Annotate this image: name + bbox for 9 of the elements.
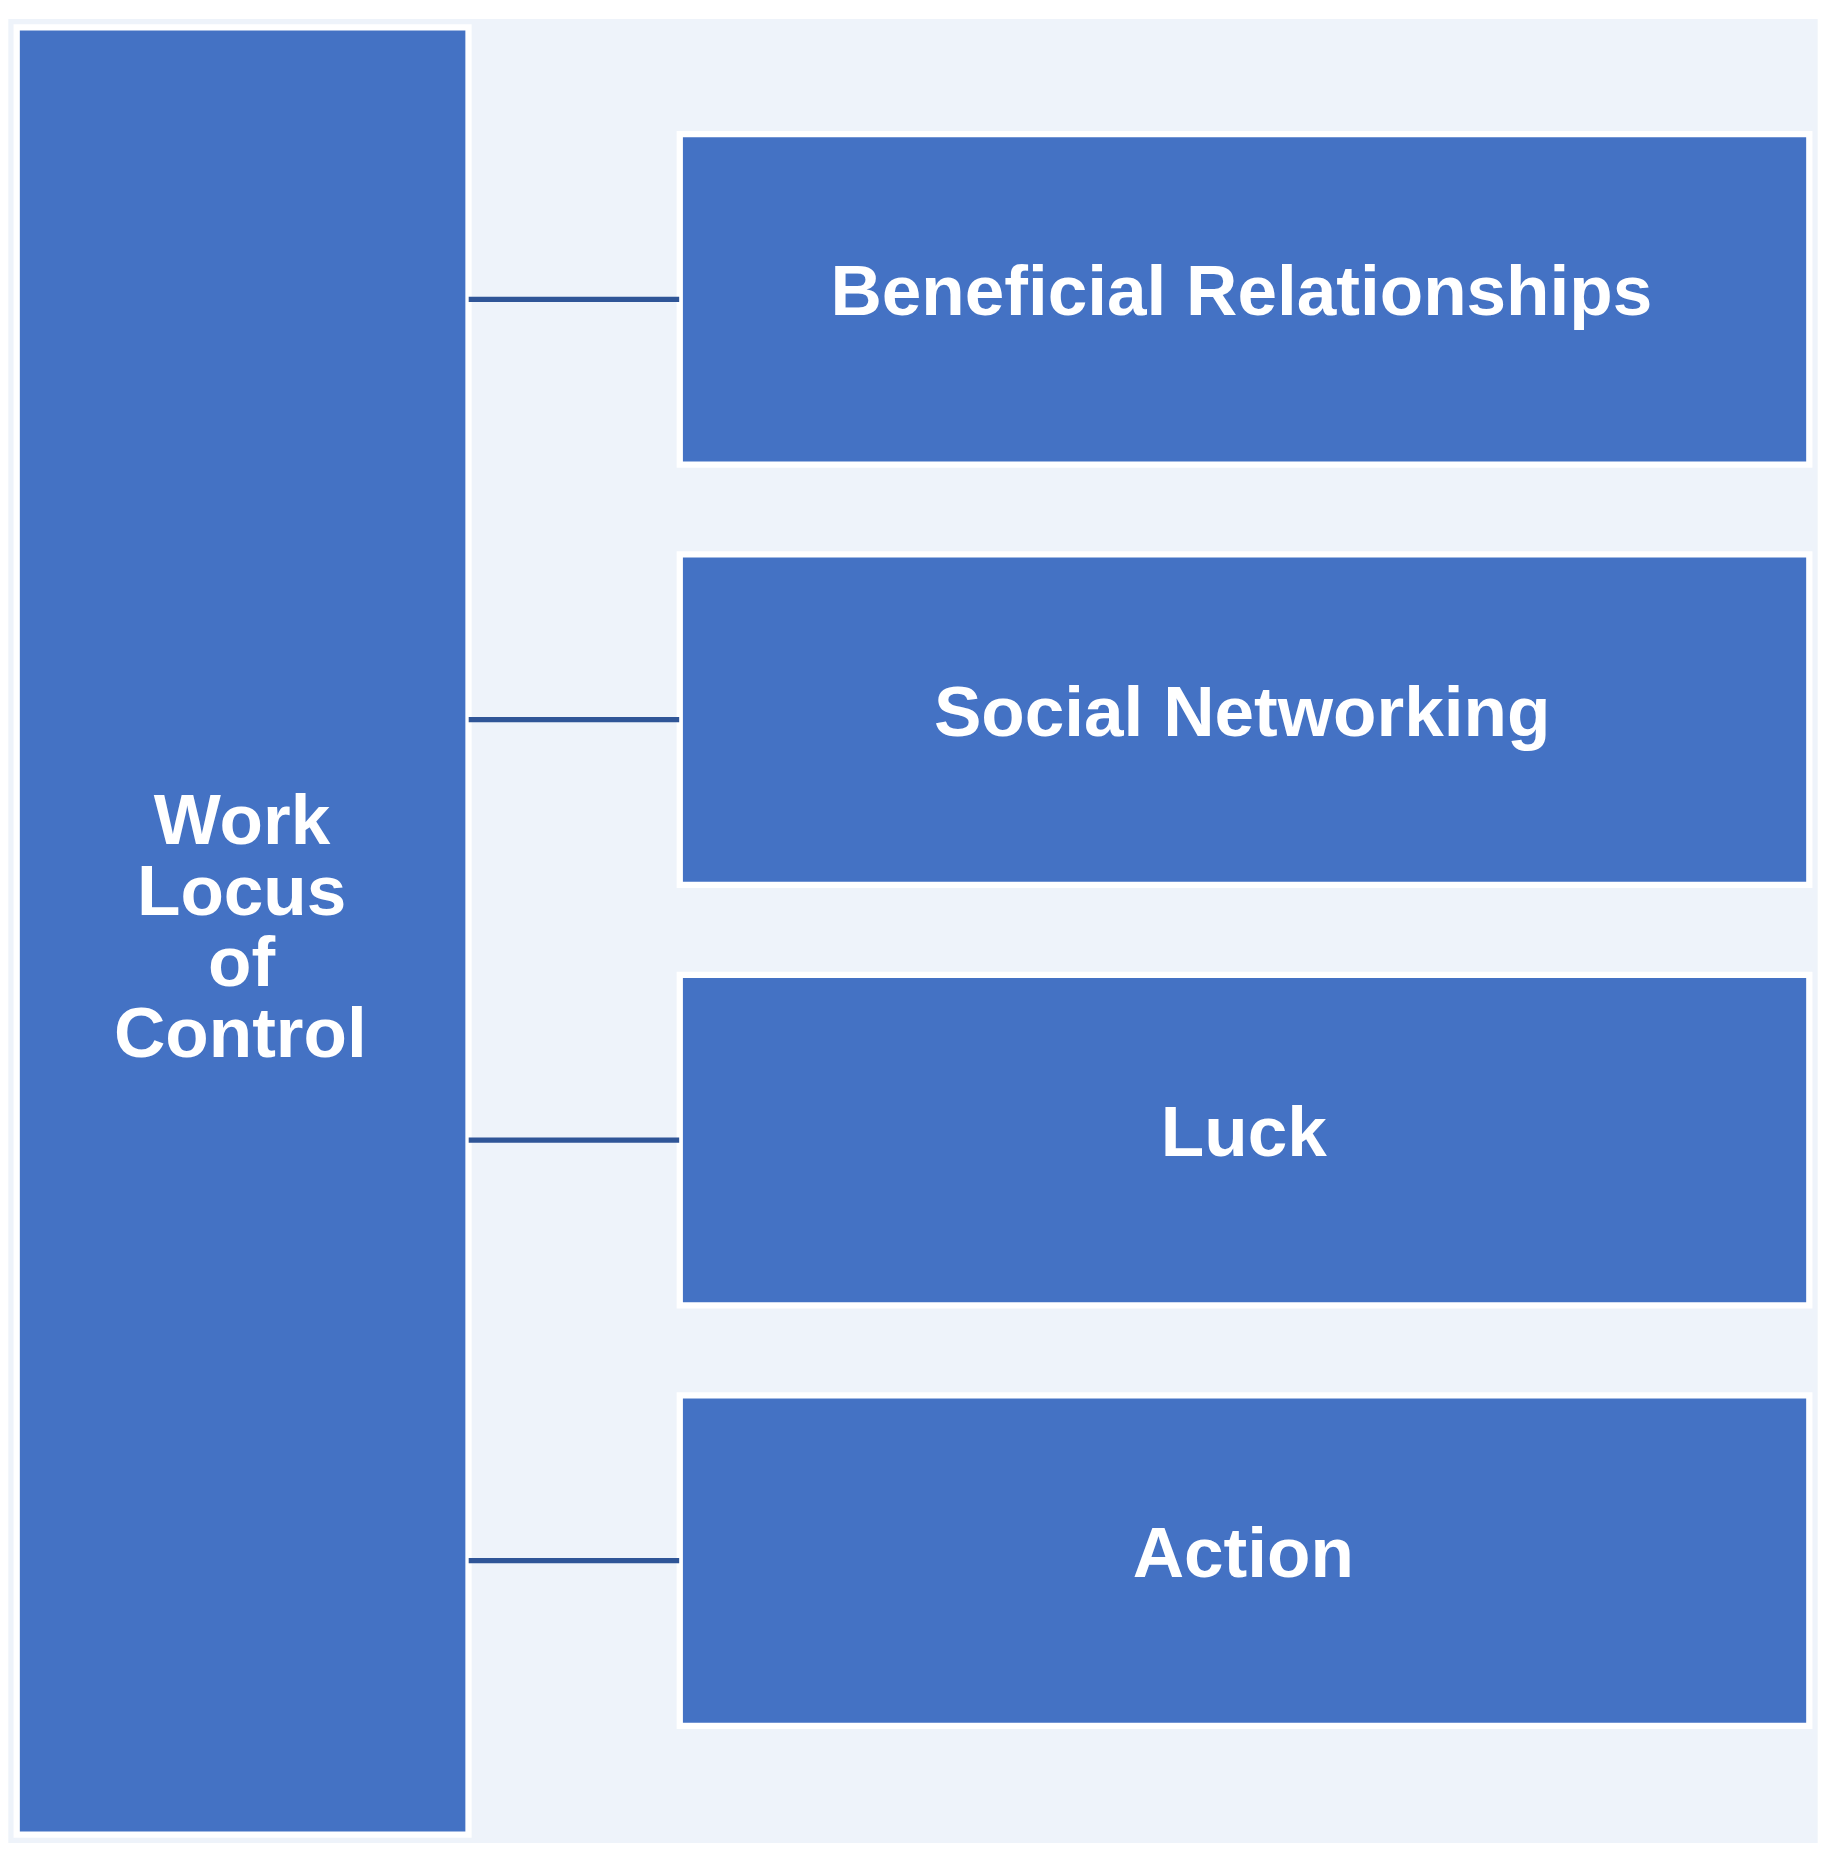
connector <box>468 716 680 722</box>
node-box: Work Locus of Control <box>13 23 472 1838</box>
connector <box>468 296 680 302</box>
node-box: Beneficial Relationships <box>676 130 1813 468</box>
node-box: Social Networking <box>676 550 1813 888</box>
connector <box>468 1137 680 1143</box>
connector <box>468 1557 680 1563</box>
node-box: Luck <box>676 971 1813 1309</box>
node-box: Action <box>676 1391 1813 1729</box>
